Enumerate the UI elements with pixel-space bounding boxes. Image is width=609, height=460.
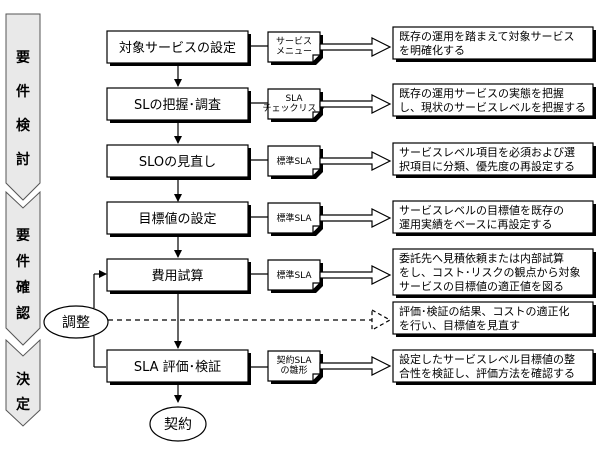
phase-char: 討 bbox=[16, 151, 30, 168]
adjust-label: 調整 bbox=[62, 315, 90, 331]
step-box bbox=[106, 349, 249, 383]
document-label: SLA bbox=[285, 94, 303, 104]
process-step: SLOの見直し 標準SLA サービスレベル項目を必須および選択項目に分類、優先度の再… bbox=[106, 142, 596, 180]
step-box bbox=[106, 87, 249, 121]
description-line: 既存の運用サービスの実態を把握 bbox=[399, 86, 564, 100]
arrow-to-description bbox=[319, 151, 392, 171]
document-label: メニュー bbox=[276, 47, 312, 57]
adjust-desc-line: 評価･検証の結果、コストの適正化 bbox=[399, 304, 570, 318]
phase-requirements-review: 要 件 検 討 bbox=[5, 13, 41, 201]
document-label: の雛形 bbox=[280, 364, 307, 376]
document-label: 標準SLA bbox=[276, 269, 312, 281]
description-line: し、現状のサービスレベルを把握する bbox=[399, 100, 586, 114]
adjust-description: 評価･検証の結果、コストの適正化 を行い、目標値を見直す bbox=[392, 301, 596, 337]
step-label: 目標値の設定 bbox=[138, 211, 216, 227]
description-line: 既存の運用を踏まえて対象サービス bbox=[399, 29, 574, 43]
description-line: 委託先へ見積依頼または内部試算 bbox=[399, 251, 564, 265]
step-box bbox=[106, 30, 249, 64]
arrow-to-description bbox=[319, 265, 392, 285]
phase-requirements-confirmation: 要 件 確 認 bbox=[5, 190, 41, 346]
document-label: 標準SLA bbox=[276, 155, 312, 167]
description-line: サービスレベルの目標値を既存の bbox=[399, 203, 564, 217]
document-label: 標準SLA bbox=[276, 212, 312, 224]
phase-char: 要 bbox=[16, 228, 30, 244]
document-label: チェックリスト bbox=[262, 103, 325, 114]
contract-node: 契約 bbox=[149, 406, 207, 442]
connectors bbox=[248, 45, 268, 368]
phase-char: 件 bbox=[16, 253, 30, 270]
description-line: 択項目に分類、優先度の再設定する bbox=[399, 159, 575, 173]
description-line: サービスレベル項目を必須および選 bbox=[399, 146, 575, 159]
step-label: SLの把握･調査 bbox=[134, 98, 221, 113]
phase-char: 認 bbox=[16, 305, 30, 322]
arrow-to-description bbox=[319, 94, 392, 114]
adjust-loop bbox=[93, 270, 392, 368]
step-description: 委託先へ見積依頼または内部試算をし、コスト･リスクの観点から対象サービスの目標値… bbox=[392, 248, 596, 298]
description-line: をし、コスト･リスクの観点から対象 bbox=[399, 265, 581, 279]
phase-char: 決 bbox=[16, 371, 31, 388]
step-label: 対象サービスの設定 bbox=[119, 40, 236, 56]
contract-label: 契約 bbox=[164, 417, 192, 433]
step-label: 費用試算 bbox=[151, 268, 203, 284]
description-line: 運用実績をベースに再設定する bbox=[399, 217, 552, 231]
document-icon: 標準SLA bbox=[267, 202, 323, 236]
phase-char: 確 bbox=[16, 279, 30, 296]
phase-char: 定 bbox=[16, 396, 30, 413]
adjust-desc-line: を行い、目標値を見直す bbox=[399, 318, 520, 332]
step-label: SLOの見直し bbox=[139, 155, 216, 170]
arrow-to-description bbox=[319, 208, 392, 228]
description-line: を明確化する bbox=[399, 43, 465, 57]
step-label: SLA 評価･検証 bbox=[134, 360, 221, 375]
phase-char: 件 bbox=[16, 83, 30, 100]
process-step: 費用試算 標準SLA 委託先へ見積依頼または内部試算をし、コスト･リスクの観点から対… bbox=[106, 248, 596, 298]
phase-decision: 決 定 bbox=[5, 338, 41, 427]
phase-char: 検 bbox=[16, 117, 31, 134]
step-box bbox=[106, 201, 249, 235]
document-icon: 標準SLA bbox=[267, 259, 323, 293]
arrow-to-description bbox=[319, 37, 392, 57]
arrow-to-description bbox=[319, 356, 392, 376]
step-box bbox=[106, 258, 249, 292]
document-label: サービス bbox=[276, 36, 312, 47]
document-icon: 標準SLA bbox=[267, 145, 323, 179]
description-line: 設定したサービスレベル目標値の整 bbox=[399, 352, 575, 366]
step-box bbox=[106, 144, 249, 178]
description-line: 合性を検証し、評価方法を確認する bbox=[399, 366, 575, 380]
document-label: 契約SLA bbox=[276, 354, 312, 366]
adjust-node: 調整 bbox=[43, 305, 109, 339]
phase-char: 要 bbox=[16, 50, 30, 66]
description-line: サービスの目標値の適正値を図る bbox=[399, 279, 564, 293]
